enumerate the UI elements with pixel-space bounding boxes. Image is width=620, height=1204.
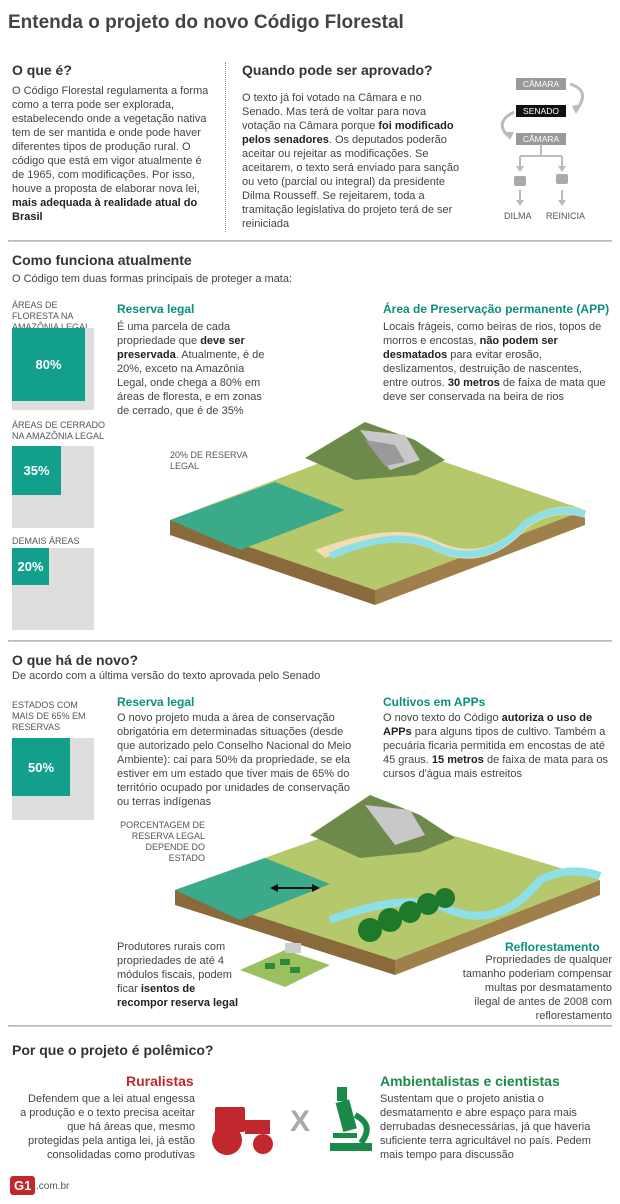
- o-que-e-text: O Código Florestal regulamenta a forma c…: [12, 85, 209, 223]
- bar-fill-demais: 20%: [12, 548, 49, 585]
- reserva-area-2: [175, 858, 330, 920]
- map1-label: 20% DE RESERVA LEGAL: [170, 450, 248, 471]
- bar-fill-floresta: 80%: [12, 328, 85, 401]
- bar-estados: 50%: [12, 738, 94, 820]
- bar-cerrado: 35%: [12, 446, 94, 528]
- flow-camara-2: CÂMARA: [516, 133, 566, 145]
- map2-label: PORCENTAGEM DE RESERVA LEGAL DEPENDE DO …: [120, 820, 205, 863]
- novo-reserva-text: O novo projeto muda a área de conservaçã…: [117, 712, 352, 808]
- cultivos-text: O novo texto do Código autoriza o uso de…: [383, 712, 609, 780]
- cultivos-title: Cultivos em APPs: [383, 695, 486, 709]
- quando-text: O texto já foi votado na Câmara e no Sen…: [242, 92, 460, 230]
- land-illustration-1: [170, 422, 587, 605]
- app-title: Área de Preservação permanente (APP): [383, 302, 610, 316]
- flow-senado: SENADO: [516, 105, 566, 117]
- section-separator: [8, 1025, 612, 1027]
- novo-sub: De acordo com a última versão do texto a…: [12, 670, 321, 682]
- tractor-icon: [212, 1107, 273, 1155]
- ambientalistas-title: Ambientalistas e cientistas: [380, 1073, 560, 1089]
- novo-heading: O que há de novo?: [12, 652, 139, 668]
- o-que-e-heading: O que é?: [12, 62, 72, 78]
- bar-demais: 20%: [12, 548, 94, 630]
- reserva-legal-title: Reserva legal: [117, 302, 195, 316]
- flow-dilma: DILMA: [504, 211, 532, 221]
- footer-domain: .com.br: [36, 1181, 70, 1192]
- bar-label-demais: DEMAIS ÁREAS: [12, 536, 80, 546]
- flow-arrows: [500, 82, 584, 206]
- bar-floresta: 80%: [12, 328, 94, 410]
- trees: [358, 888, 455, 942]
- farm-illustration: [240, 943, 330, 987]
- reflorestamento-text: Propriedades de qualquer tamanho poderia…: [462, 954, 612, 1022]
- microscope-icon: [330, 1087, 372, 1151]
- thumb-down-icon: [556, 174, 568, 184]
- reserva-legal-text: É uma parcela de cada propriedade que de…: [117, 321, 265, 417]
- bar-label-floresta: ÁREAS DE FLORESTA NA AMAZÔNIA LEGAL: [12, 300, 91, 332]
- section-separator: [8, 640, 612, 642]
- ruralistas-text: Defendem que a lei atual engessa a produ…: [20, 1093, 195, 1161]
- section-separator: [8, 240, 612, 242]
- bar-label-estados: ESTADOS COM MAIS DE 65% EM RESERVAS: [12, 700, 86, 732]
- thumb-up-icon: [514, 176, 526, 186]
- polemico-heading: Por que o projeto é polêmico?: [12, 1042, 214, 1058]
- land-illustration-2: [175, 795, 602, 975]
- divider: [225, 62, 226, 232]
- bar-fill-cerrado: 35%: [12, 446, 61, 495]
- flow-diagram: CÂMARA SENADO CÂMARA DILMA REINICIA: [490, 70, 610, 230]
- ambientalistas-text: Sustentam que o projeto anistia o desmat…: [380, 1093, 591, 1161]
- produtores-text: Produtores rurais com propriedades de at…: [117, 941, 239, 1009]
- como-heading: Como funciona atualmente: [12, 252, 192, 268]
- ruralistas-title: Ruralistas: [126, 1073, 194, 1089]
- reflorestamento-title: Reflorestamento: [505, 940, 600, 954]
- bar-fill-estados: 50%: [12, 738, 70, 796]
- quando-heading: Quando pode ser aprovado?: [242, 62, 433, 78]
- page-title: Entenda o projeto do novo Código Florest…: [8, 12, 404, 33]
- g1-logo[interactable]: G1: [10, 1176, 36, 1195]
- novo-reserva-title: Reserva legal: [117, 695, 195, 709]
- app-text: Locais frágeis, como beiras de rios, top…: [383, 321, 606, 403]
- flow-camara-1: CÂMARA: [516, 78, 566, 90]
- bar-label-cerrado: ÁREAS DE CERRADO NA AMAZÔNIA LEGAL: [12, 420, 106, 441]
- reserva-area: [170, 482, 345, 550]
- versus-mark: X: [290, 1105, 311, 1138]
- flow-reinicia: REINICIA: [546, 211, 586, 221]
- como-sub: O Código tem duas formas principais de p…: [12, 273, 293, 285]
